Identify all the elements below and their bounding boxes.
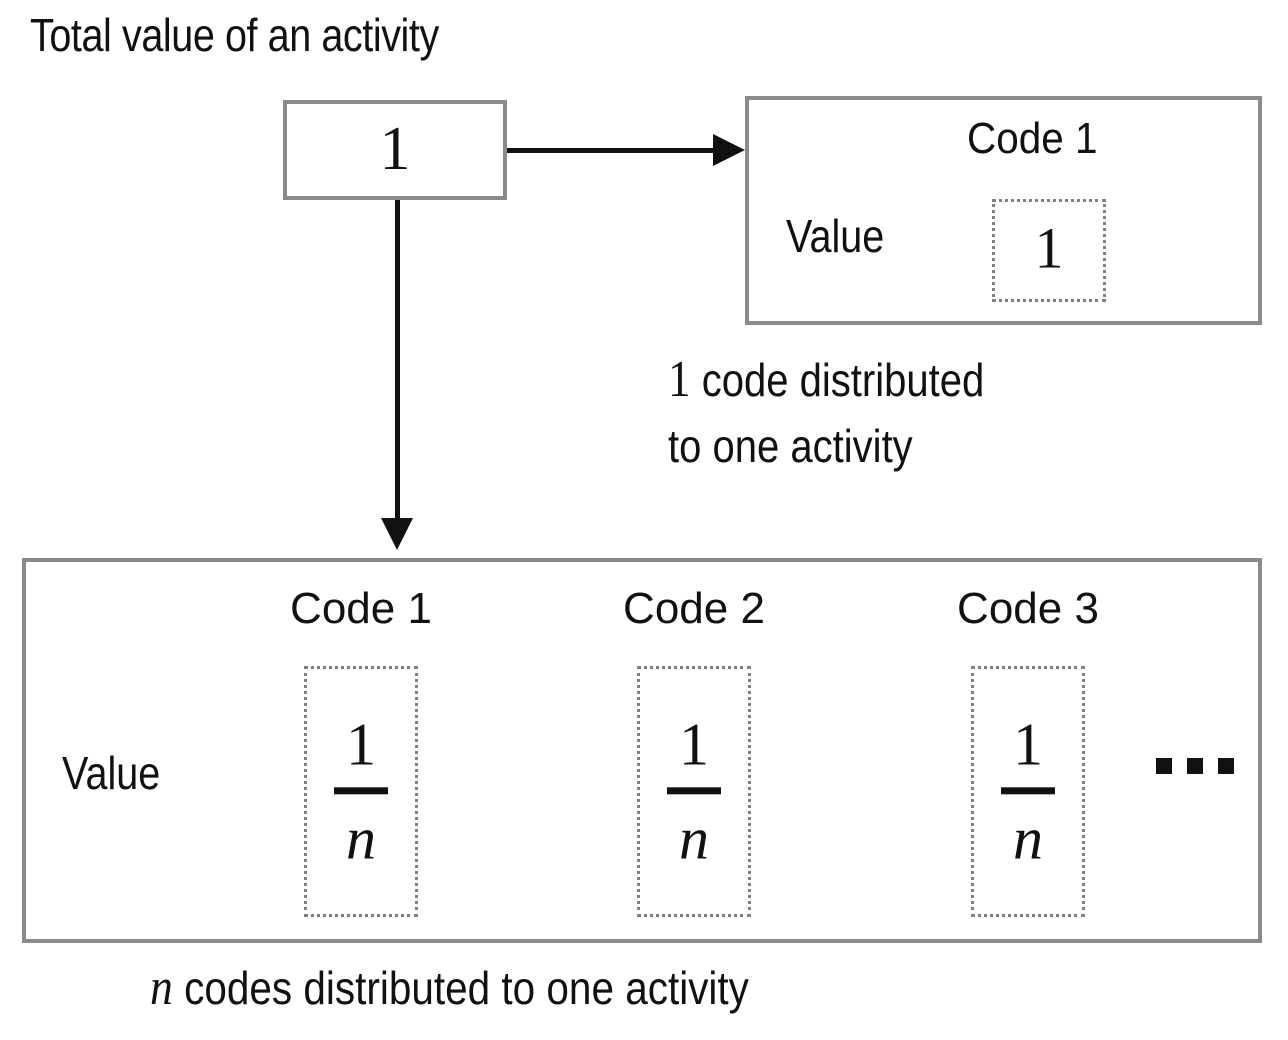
code-column-header: Code 3	[957, 584, 1099, 633]
single-code-caption-quantity: 1	[668, 351, 691, 408]
single-code-header: Code 1	[967, 114, 1098, 163]
arrow-right-line	[507, 148, 719, 153]
code-value-cell: 1 n	[971, 666, 1085, 917]
total-value-number: 1	[379, 114, 411, 183]
fraction-numerator: 1	[346, 710, 376, 777]
arrow-down-line	[395, 200, 400, 522]
ellipsis-dot	[1156, 758, 1172, 774]
fraction-denominator: n	[346, 805, 376, 871]
single-code-value-label: Value	[786, 210, 885, 262]
fraction-bar	[1001, 787, 1055, 794]
fraction-numerator: 1	[1013, 710, 1043, 777]
single-code-caption-line2: to one activity	[668, 420, 913, 473]
code-column-header: Code 2	[623, 584, 765, 633]
fraction-bar	[667, 787, 721, 794]
total-value-box: 1	[283, 100, 507, 200]
page-title: Total value of an activity	[30, 9, 439, 61]
multi-code-caption-text: codes distributed to one activity	[184, 962, 749, 1014]
single-code-box: Code 1 Value 1	[745, 96, 1262, 325]
code-value-cell: 1 n	[637, 666, 751, 917]
ellipsis-dot	[1187, 758, 1203, 774]
single-code-caption-line1: code distributed	[701, 354, 985, 406]
fraction-bar	[334, 787, 388, 794]
arrow-down-head-icon	[381, 518, 413, 550]
fraction-numerator: 1	[679, 710, 709, 777]
multi-code-caption: n codes distributed to one activity	[150, 958, 749, 1017]
multi-code-caption-quantity: n	[150, 959, 173, 1016]
multi-code-box: Value Code 1 1 n Code 2 1 n	[22, 558, 1262, 943]
ellipsis-icon	[1156, 758, 1234, 774]
fraction-denominator: n	[679, 805, 709, 871]
code-column-header: Code 1	[290, 584, 432, 633]
single-code-value-cell: 1	[992, 199, 1106, 302]
fraction-denominator: n	[1013, 805, 1043, 871]
multi-code-value-label: Value	[62, 747, 161, 799]
single-code-caption: 1 code distributed to one activity	[668, 345, 1268, 477]
fraction: 1 n	[307, 710, 415, 871]
single-code-value: 1	[1034, 215, 1064, 281]
fraction: 1 n	[974, 710, 1082, 871]
fraction: 1 n	[640, 710, 748, 871]
arrow-right-head-icon	[713, 134, 745, 166]
code-value-cell: 1 n	[304, 666, 418, 917]
ellipsis-dot	[1218, 758, 1234, 774]
